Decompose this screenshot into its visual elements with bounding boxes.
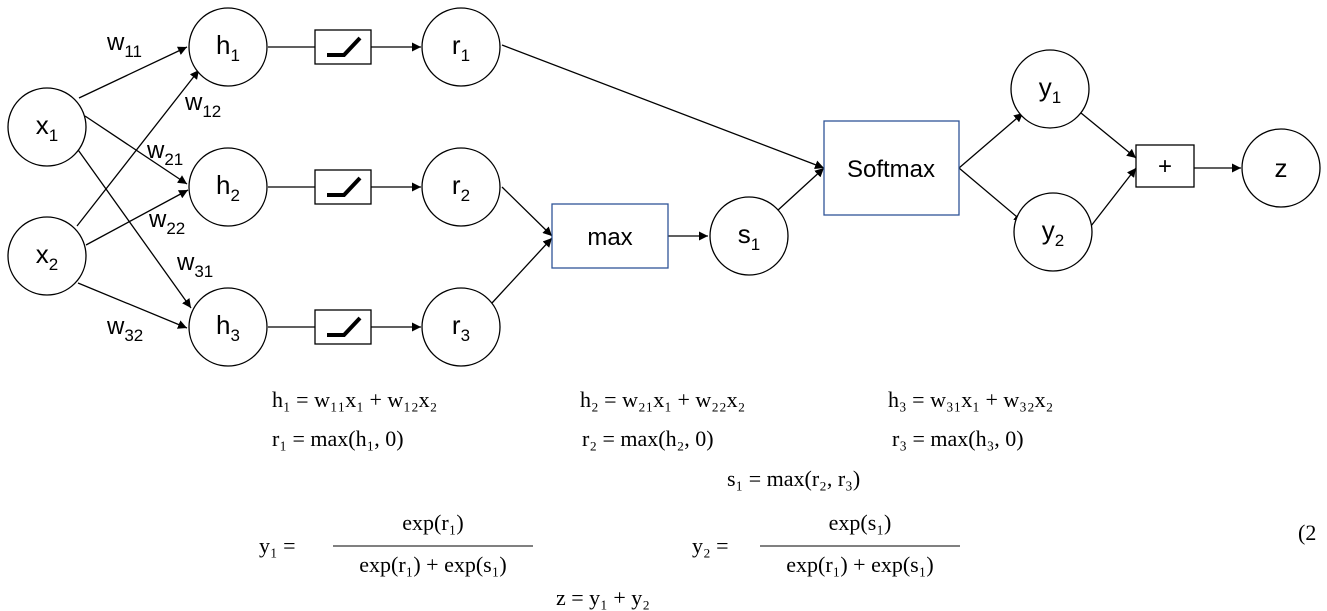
svg-text:y₂ =: y₂ =: [692, 533, 729, 558]
svg-text:+: +: [1158, 153, 1172, 180]
edge-softmax-y1: [958, 112, 1024, 169]
relu-box-1: [314, 29, 372, 65]
relu-box-3: [314, 309, 372, 345]
node-h2: h2: [188, 147, 268, 227]
svg-text:x2: x2: [36, 239, 58, 274]
max-box: max: [551, 203, 669, 269]
relu-icon: [327, 36, 362, 57]
equation-number: (2: [1298, 520, 1316, 545]
svg-text:r1: r1: [452, 30, 470, 65]
weight-w12: w12: [184, 89, 221, 121]
softmax-box: Softmax: [823, 120, 960, 216]
equation-r3: r₃ = max(h₃, 0): [892, 426, 1024, 451]
svg-text:r3: r3: [452, 310, 470, 345]
equation-z: z = y₁ + y₂: [556, 585, 650, 610]
equation-y2: y₂ = exp(s₁) exp(r₁) + exp(s₁): [692, 510, 960, 577]
node-h3: h3: [188, 287, 268, 367]
equation-r1: r₁ = max(h₁, 0): [272, 426, 404, 451]
equation-r2: r₂ = max(h₂, 0): [582, 426, 714, 451]
relu-icon: [327, 316, 362, 337]
edge-x2-h1: [76, 69, 200, 227]
weight-w22: w22: [148, 206, 185, 238]
svg-text:max: max: [587, 224, 632, 251]
svg-text:exp(r₁) + exp(s₁): exp(r₁) + exp(s₁): [359, 552, 506, 577]
equation-h2: h₂ = w₂₁x₁ + w₂₂x₂: [580, 387, 745, 412]
svg-text:exp(r₁) + exp(s₁): exp(r₁) + exp(s₁): [786, 552, 933, 577]
equations: h₁ = w₁₁x₁ + w₁₂x₂ h₂ = w₂₁x₁ + w₂₂x₂ h₃…: [259, 387, 1316, 610]
edge-x1-h3: [75, 146, 192, 309]
weight-w31: w31: [176, 249, 213, 281]
weight-w32: w32: [106, 313, 143, 345]
node-z: z: [1241, 128, 1321, 208]
edge-x2-h3: [77, 282, 188, 329]
relu-box-2: [314, 169, 372, 205]
node-r1: r1: [421, 7, 501, 87]
node-r3: r3: [421, 287, 501, 367]
node-s1: s1: [709, 196, 789, 276]
weight-w21: w21: [146, 137, 183, 169]
svg-text:x1: x1: [36, 110, 58, 145]
node-x2: x2: [7, 216, 87, 296]
svg-text:r2: r2: [452, 170, 470, 205]
plus-box: +: [1135, 144, 1195, 188]
edge-s1-softmax: [776, 167, 825, 212]
equation-s1: s₁ = max(r₂, r₃): [727, 466, 860, 491]
equation-h3: h₃ = w₃₁x₁ + w₃₂x₂: [888, 387, 1053, 412]
edge-y2-plus: [1090, 167, 1137, 227]
svg-text:h2: h2: [216, 170, 240, 205]
node-h1: h1: [188, 7, 268, 87]
edge-softmax-y2: [958, 167, 1024, 223]
svg-text:h3: h3: [216, 310, 240, 345]
svg-text:z: z: [1275, 153, 1288, 183]
edge-x1-h1: [78, 46, 188, 99]
equation-y1: y₁ = exp(r₁) exp(r₁) + exp(s₁): [259, 510, 533, 577]
relu-icon: [327, 176, 362, 197]
edge-x2-h2: [85, 189, 189, 246]
svg-text:s1: s1: [738, 219, 760, 254]
edge-r2-max: [501, 186, 553, 237]
svg-text:Softmax: Softmax: [847, 156, 935, 183]
svg-text:exp(r₁): exp(r₁): [402, 510, 463, 535]
edge-r1-softmax: [501, 44, 825, 169]
svg-text:h1: h1: [216, 30, 240, 65]
equation-h1: h₁ = w₁₁x₁ + w₁₂x₂: [272, 387, 437, 412]
edge-r3-max: [491, 237, 553, 304]
node-x1: x1: [7, 87, 87, 167]
edges: [75, 42, 1241, 332]
svg-text:y2: y2: [1042, 215, 1064, 250]
weight-labels: w11 w12 w21 w22 w31 w32: [106, 29, 221, 345]
svg-text:y₁ =: y₁ =: [259, 533, 296, 558]
node-y1: y1: [1010, 49, 1090, 129]
edge-y1-plus: [1080, 112, 1137, 159]
svg-text:y1: y1: [1039, 72, 1061, 107]
node-r2: r2: [421, 147, 501, 227]
svg-text:exp(s₁): exp(s₁): [829, 510, 892, 535]
node-y2: y2: [1013, 192, 1093, 272]
weight-w11: w11: [106, 29, 142, 61]
